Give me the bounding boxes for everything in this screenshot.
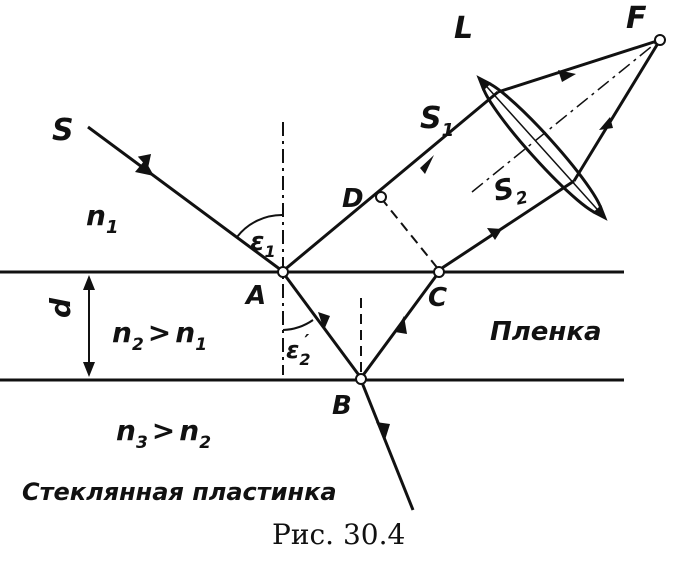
- label-n1: n1: [86, 199, 118, 238]
- label-S1: S1: [420, 101, 454, 141]
- label-D: D: [342, 184, 364, 214]
- reflected-ray-S1: [282, 90, 499, 273]
- angle-arc-eps1: [236, 213, 284, 238]
- label-eps2: ε2′: [286, 331, 311, 369]
- arrow-AB: [318, 312, 330, 330]
- transmitted-ray: [359, 379, 415, 511]
- label-n2-gt-n1: n2>n1: [112, 316, 207, 355]
- thickness-arrow-top: [83, 275, 95, 290]
- refracted-ray-AB: [282, 273, 363, 379]
- label-A: A: [244, 281, 266, 311]
- point-F: [654, 34, 666, 46]
- label-B: B: [332, 391, 352, 421]
- ray-S1-after-lens: [497, 38, 661, 94]
- lens-L: [476, 75, 608, 221]
- label-film: Пленка: [490, 317, 602, 347]
- figure-caption: Рис. 30.4: [272, 518, 405, 551]
- point-B: [355, 373, 367, 385]
- arrow-BC: [395, 316, 407, 334]
- arrow-S2: [487, 228, 502, 240]
- arrow-S2-lens: [599, 117, 613, 130]
- arrow-transmitted: [376, 422, 390, 440]
- label-glass: Стеклянная пластинка: [22, 478, 337, 506]
- label-C: C: [428, 283, 447, 313]
- incident-ray: [87, 125, 282, 272]
- ray-S2-after-lens: [572, 39, 662, 182]
- label-d: d: [44, 297, 77, 318]
- lens-axis: [471, 37, 663, 193]
- angle-arc-eps2: [282, 319, 314, 331]
- label-F: F: [626, 1, 647, 36]
- arrow-incident: [135, 160, 154, 176]
- ray-S2: [438, 179, 575, 272]
- point-D: [375, 191, 387, 203]
- point-A: [277, 266, 289, 278]
- wavefront-DC: [380, 197, 440, 271]
- thickness-arrow-bottom: [83, 362, 95, 377]
- label-eps1: ε1: [250, 227, 276, 261]
- label-n3-gt-n2: n3>n2: [116, 414, 211, 453]
- arrow-S1: [420, 155, 434, 174]
- label-S: S: [52, 113, 74, 148]
- label-S2: S2: [490, 169, 529, 214]
- label-L: L: [454, 11, 473, 46]
- arrow-S1-lens: [558, 70, 576, 82]
- ray-arrows: [135, 70, 613, 440]
- point-C: [433, 266, 445, 278]
